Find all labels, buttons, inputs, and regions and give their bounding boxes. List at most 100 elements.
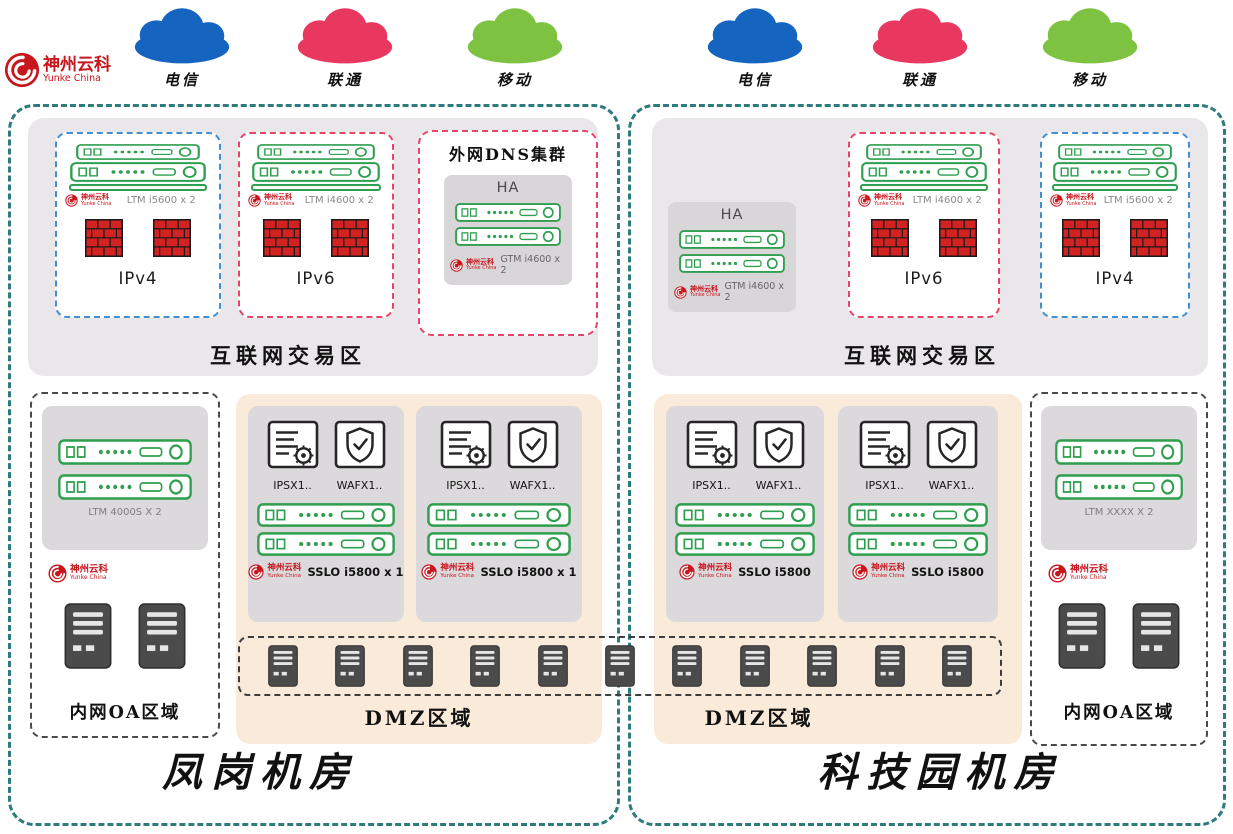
yunke-logo-en: Yunke China [70,574,107,582]
device-model-label: LTM i4600 x 2 [912,195,982,206]
ltm-device-group: LTM 4000S X 2 [42,406,208,550]
appliance-edge [860,184,988,191]
carrier-label: 移动 [1071,71,1108,89]
carrier-label: 电信 [736,71,773,89]
yunke-logo-cn: 神州云科 [70,564,109,576]
yunke-logo-en: Yunke China [1070,574,1107,582]
yunke-logo-en: Yunke China [466,265,497,272]
ha-label: HA [496,180,520,196]
carrier-unicom-left: 联通 [285,4,405,90]
yunke-logo-en: Yunke China [698,572,732,579]
yunke-logo-cn: 神州云科 [440,563,475,574]
firewall-pair [1062,219,1168,257]
ipv6-label: IPv6 [904,269,944,288]
sslo-model-label: SSLO i5800 x 1 [480,565,577,579]
appliance-icon [679,230,785,249]
cloud-icon [467,8,563,64]
ips-icon [859,420,910,469]
waf-shield-icon [334,420,385,469]
ltm-device-stack [1052,144,1178,191]
ltm-device-group: LTM XXXX X 2 [1041,406,1197,550]
yunke-swirl-icon [679,564,696,580]
device-model-label: LTM i5600 x 2 [1103,195,1173,206]
waf-label: WAFX1.. [928,479,975,492]
yunke-logo-cn: 神州云科 [267,563,302,574]
appliance-icon [848,532,988,556]
yunke-logo-en: Yunke China [1066,200,1097,207]
yunke-logo-cn: 神州云科 [43,54,111,75]
datacenter-frame-right [628,104,1226,826]
server-icon [1132,603,1180,669]
yunke-logo-cn: 神州云科 [466,257,494,266]
ips-label: IPSX1.. [446,479,485,492]
carrier-mobile-right: 移动 [1030,4,1150,90]
appliance-icon [76,144,200,160]
appliance-edge [251,184,381,191]
ips-label: IPSX1.. [692,479,731,492]
oa-zone-label: 内网OA区域 [1063,703,1175,723]
yunke-logo-cn: 神州云科 [874,193,902,202]
server-icon [1058,603,1106,669]
server-icon [874,645,905,687]
cloud-icon [707,8,803,64]
yunke-logo-cn: 神州云科 [81,193,109,202]
carrier-label: 联通 [326,71,363,89]
waf-label: WAFX1.. [755,479,802,492]
yunke-swirl-icon [674,285,687,299]
appliance-icon [1055,473,1183,500]
appliance-icon [427,532,571,556]
appliance-icon [455,203,561,222]
firewall-icon [263,219,301,257]
cloud-icon [872,8,968,64]
firewall-icon [1130,219,1168,257]
carrier-telecom-left: 电信 [122,4,242,90]
ltm-device-stack [860,144,988,191]
appliance-icon [70,162,206,182]
appliance-icon [1058,144,1172,160]
yunke-logo-main: 神州云科 Yunke China [4,52,111,88]
appliance-icon [848,503,988,527]
appliance-icon [252,162,380,182]
dmz-servers-strip [238,636,1002,696]
yunke-logo-en: Yunke China [81,200,112,207]
device-model-label: GTM i4600 x 2 [500,254,560,276]
carrier-unicom-right: 联通 [860,4,980,90]
appliance-icon [679,254,785,273]
yunke-logo-cn: 神州云科 [264,193,292,202]
server-icon [470,645,501,687]
appliance-icon [455,227,561,246]
sslo-device-stack [257,503,395,556]
server-icon [268,645,298,687]
yunke-logo-en: Yunke China [43,73,101,85]
datacenter-name-left: 凤岗机房 [162,749,358,796]
appliance-icon [257,532,395,556]
dmz-zone-label-left: DMZ区域 [364,706,474,730]
yunke-logo-cn: 神州云科 [698,563,733,574]
ips-icon [267,420,318,469]
sslo-device-stack [848,503,988,556]
waf-shield-icon [507,420,558,469]
yunke-swirl-icon [852,564,869,580]
cloud-icon [134,8,230,64]
waf-label: WAFX1.. [336,479,383,492]
cloud-icon [297,8,393,64]
appliance-icon [1053,162,1177,182]
firewall-icon [1062,219,1100,257]
appliance-icon [427,503,571,527]
firewall-pair [871,219,977,257]
